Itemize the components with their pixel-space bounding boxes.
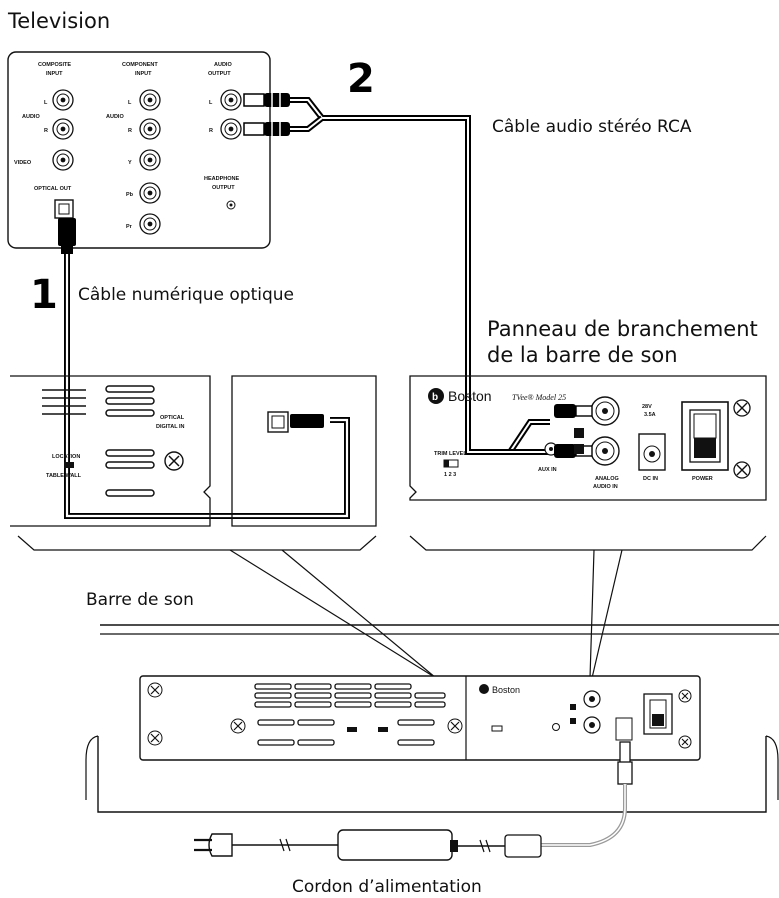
dc-spec1: 28V: [642, 404, 652, 410]
dc-in-label: DC IN: [643, 476, 658, 482]
panel-label-line1: Panneau de branchement: [487, 317, 758, 341]
screw-icon: [164, 451, 184, 471]
location-label: LOCATION: [52, 454, 80, 460]
rca-jack-icon[interactable]: [52, 149, 74, 171]
tv-panel: COMPOSITE INPUT COMPONENT INPUT AUDIO OU…: [7, 51, 271, 249]
optical-cable: [58, 218, 350, 519]
rca-jack-icon[interactable]: [220, 118, 242, 140]
zoom-right-panel: b Boston TVee® Model 25 TRIM LEVEL 1 2 3…: [409, 375, 767, 501]
soundbar-label: Barre de son: [86, 590, 194, 610]
analog-sub: AUDIO IN: [593, 484, 618, 490]
composite-video-label: VIDEO: [14, 160, 32, 166]
optical-title: OPTICAL: [160, 415, 185, 421]
dc-spec2: 3.5A: [644, 412, 656, 418]
optical-cable-label: Câble numérique optique: [78, 285, 294, 305]
table-wall-label: TABLE WALL: [46, 473, 82, 479]
aux-jack-icon[interactable]: [552, 723, 560, 731]
audio-out-title: AUDIO: [214, 62, 232, 68]
rca-jack-icon[interactable]: [52, 118, 74, 140]
composite-audio-label: AUDIO: [22, 114, 40, 120]
component-sub: INPUT: [135, 71, 152, 77]
screw-icon: [230, 718, 246, 734]
optical-input-icon[interactable]: [267, 411, 289, 433]
component-audio-label: AUDIO: [106, 114, 124, 120]
component-pr-label: Pr: [126, 224, 133, 230]
rca-jack-icon[interactable]: [590, 396, 620, 426]
soundbar-body: Boston: [85, 624, 779, 813]
step-one-number: 1: [30, 272, 58, 318]
headphone-jack-icon[interactable]: [226, 200, 236, 210]
audio-out-sub: OUTPUT: [208, 71, 231, 77]
composite-sub: INPUT: [46, 71, 63, 77]
screw-icon: [733, 399, 751, 417]
component-pb-label: Pb: [126, 192, 134, 198]
rca-cable-label: Câble audio stéréo RCA: [492, 117, 692, 137]
boston-logo-icon: [479, 684, 489, 694]
headphone-title: HEADPHONE: [204, 176, 239, 182]
rca-jack-icon[interactable]: [139, 213, 161, 235]
screw-icon: [678, 735, 692, 749]
dc-in-port-icon[interactable]: [638, 433, 666, 471]
screw-icon: [147, 730, 163, 746]
screw-icon: [147, 682, 163, 698]
component-r-label: R: [128, 128, 132, 134]
component-y-label: Y: [128, 160, 132, 166]
analog-title: ANALOG: [595, 476, 619, 482]
svg-text:b: b: [432, 392, 438, 403]
trim-nums: 1 2 3: [444, 472, 456, 478]
optical-sub: DIGITAL IN: [156, 424, 185, 430]
rca-jack-icon[interactable]: [583, 690, 601, 708]
component-l-label: L: [128, 100, 132, 106]
audio-out-l-label: L: [209, 100, 213, 106]
rca-cable: [243, 93, 550, 455]
audio-out-r-label: R: [209, 128, 213, 134]
optical-out-label: OPTICAL OUT: [34, 186, 72, 192]
television-label: Television: [7, 9, 110, 33]
composite-l-label: L: [44, 100, 48, 106]
rca-jack-icon[interactable]: [139, 89, 161, 111]
rca-jack-icon[interactable]: [52, 89, 74, 111]
zoom-left-panel: OPTICAL DIGITAL IN LOCATION TABLE WALL: [10, 375, 377, 527]
screw-icon: [733, 461, 751, 479]
trim-level-label: TRIM LEVEL: [434, 451, 467, 457]
power-cord: [194, 741, 633, 861]
rca-jack-icon[interactable]: [139, 182, 161, 204]
component-title: COMPONENT: [122, 62, 158, 68]
power-cord-label: Cordon d’alimentation: [292, 877, 482, 897]
soundbar-brand: Boston: [492, 685, 520, 695]
location-switch[interactable]: [64, 462, 74, 468]
rca-jack-icon[interactable]: [139, 118, 161, 140]
screw-icon: [447, 718, 463, 734]
power-label: POWER: [692, 476, 713, 482]
power-switch-icon[interactable]: [643, 693, 673, 735]
composite-title: COMPOSITE: [38, 62, 71, 68]
panel-label-line2: de la barre de son: [487, 343, 678, 367]
zoom-brackets: [17, 535, 767, 679]
aux-in-label: AUX IN: [538, 467, 557, 473]
composite-r-label: R: [44, 128, 48, 134]
headphone-sub: OUTPUT: [212, 185, 235, 191]
boston-logo-icon: b: [428, 388, 444, 404]
optical-port-icon[interactable]: [54, 199, 74, 219]
model-label: TVee® Model 25: [512, 393, 566, 402]
step-two-number: 2: [347, 56, 375, 102]
power-switch-icon[interactable]: [681, 401, 729, 471]
rca-jack-icon[interactable]: [590, 436, 620, 466]
rca-jack-icon[interactable]: [583, 716, 601, 734]
rca-jack-icon[interactable]: [139, 149, 161, 171]
rca-jack-icon[interactable]: [220, 89, 242, 111]
brand-label: Boston: [448, 388, 492, 404]
screw-icon: [678, 689, 692, 703]
